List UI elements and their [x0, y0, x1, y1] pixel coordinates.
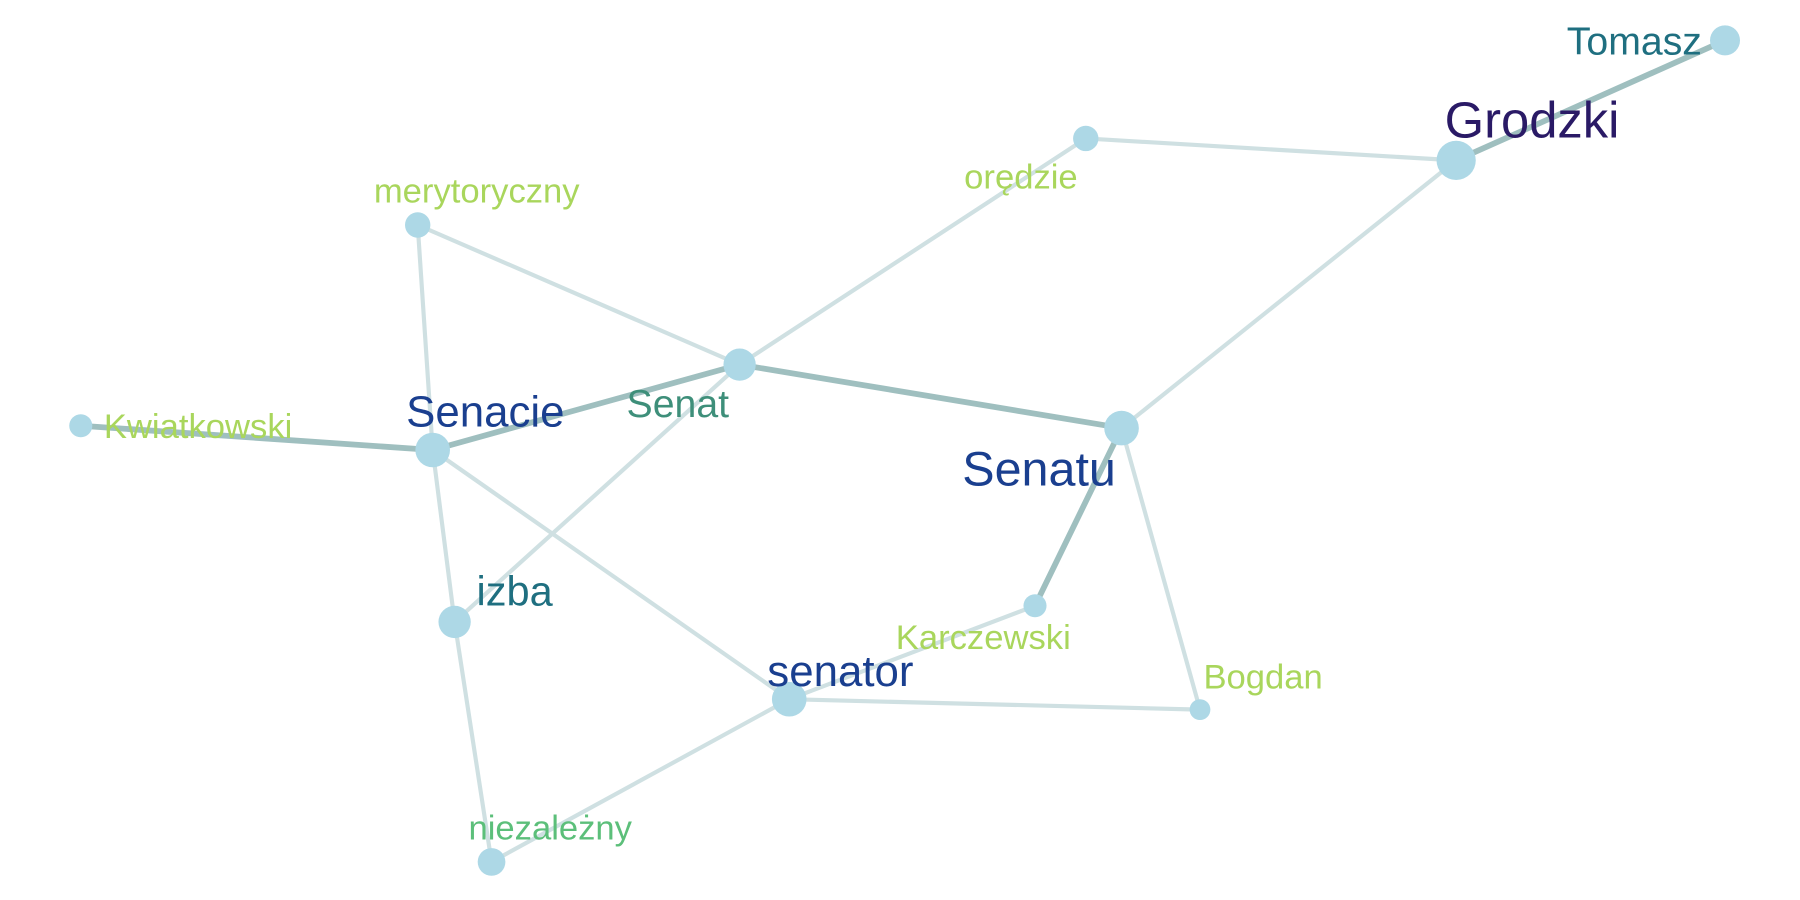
nodes-layer	[69, 25, 1740, 876]
edge-senacie-senator	[430, 447, 792, 702]
edge-senator-bogdan	[787, 697, 1203, 712]
node-oredzie[interactable]	[1073, 125, 1099, 152]
edge-merytoryczny-senacie	[415, 222, 435, 453]
edge-izba-niezalezny	[452, 619, 494, 865]
edge-senat-izba	[452, 362, 742, 625]
node-karczewski[interactable]	[1023, 594, 1047, 618]
edge-senat-senatu	[736, 361, 1125, 431]
node-senator[interactable]	[771, 681, 807, 717]
node-kwiatkowski[interactable]	[69, 414, 93, 438]
node-niezalezny[interactable]	[477, 848, 506, 876]
edge-grodzki-senatu	[1119, 158, 1459, 431]
edge-oredzie-grodzki	[1083, 136, 1459, 163]
node-senatu[interactable]	[1104, 410, 1139, 446]
node-label-oredzie: orędzie	[964, 159, 1078, 197]
edge-tomasz-grodzki	[1453, 37, 1728, 164]
node-label-merytoryczny: merytoryczny	[374, 173, 580, 211]
node-izba[interactable]	[438, 605, 471, 639]
edge-oredzie-senat	[737, 136, 1088, 367]
edge-senatu-bogdan	[1119, 426, 1203, 712]
node-merytoryczny[interactable]	[405, 212, 431, 238]
node-tomasz[interactable]	[1710, 25, 1740, 56]
node-label-senator: senator	[767, 647, 913, 696]
node-label-tomasz: Tomasz	[1567, 20, 1702, 64]
edge-karczewski-senator	[787, 603, 1038, 702]
edge-merytoryczny-senat	[415, 222, 742, 367]
node-label-grodzki: Grodzki	[1445, 92, 1620, 149]
edge-senat-senacie	[429, 361, 743, 453]
node-label-senatu: Senatu	[962, 443, 1116, 497]
node-label-karczewski: Karczewski	[896, 619, 1071, 657]
edge-senator-niezalezny	[489, 697, 792, 865]
node-label-senacie: Senacie	[406, 387, 564, 436]
node-label-senat: Senat	[627, 382, 730, 426]
node-senat[interactable]	[723, 348, 756, 381]
node-label-bogdan: Bogdan	[1203, 658, 1322, 696]
edges-layer	[77, 37, 1728, 865]
edge-kwiatkowski-senacie	[77, 422, 436, 453]
edge-senacie-izba	[430, 447, 457, 625]
node-bogdan[interactable]	[1189, 699, 1211, 720]
node-grodzki[interactable]	[1436, 140, 1476, 180]
node-label-niezalezny: niezależny	[468, 809, 632, 847]
node-label-kwiatkowski: Kwiatkowski	[104, 408, 292, 446]
node-label-izba: izba	[477, 567, 554, 614]
edge-senatu-karczewski	[1032, 425, 1125, 609]
node-senacie[interactable]	[415, 432, 451, 468]
